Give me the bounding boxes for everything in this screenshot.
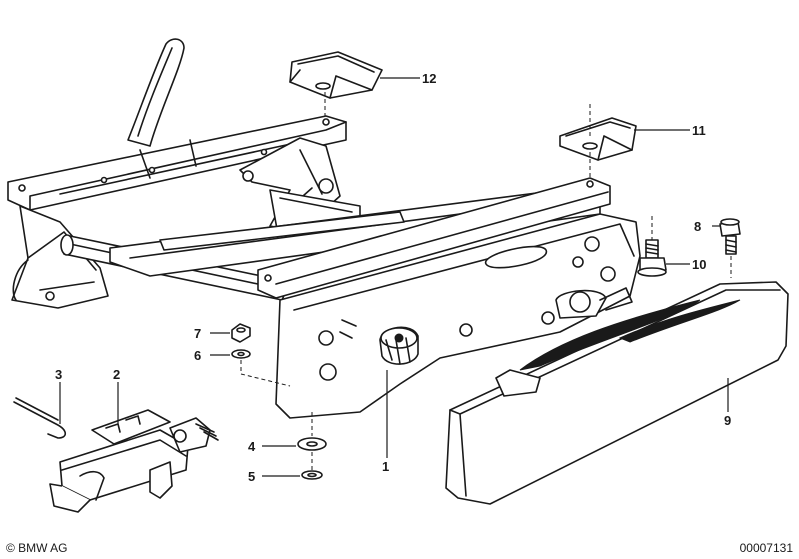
callout-4: 4 <box>248 439 256 454</box>
part-9-trim-cover <box>445 281 789 505</box>
copyright-notice: © BMW AG <box>6 541 68 555</box>
part-5-washer <box>262 452 323 480</box>
part-1-knob <box>379 326 419 458</box>
part-12-bracket <box>289 51 383 118</box>
callout-2: 2 <box>113 367 120 382</box>
callout-7: 7 <box>194 326 201 341</box>
part-2-latch <box>49 382 219 513</box>
part-4-washer <box>262 412 327 451</box>
adjust-lever <box>127 38 185 147</box>
callout-12: 12 <box>422 71 436 86</box>
callout-11: 11 <box>692 123 706 138</box>
callout-1: 1 <box>382 459 389 474</box>
callout-6: 6 <box>194 348 201 363</box>
callout-10: 10 <box>692 257 706 272</box>
right-rail <box>257 177 611 299</box>
upper-rail <box>7 115 347 211</box>
callout-3: 3 <box>55 367 62 382</box>
part-11-bracket <box>559 104 637 178</box>
callout-5: 5 <box>248 469 255 484</box>
callout-8: 8 <box>694 219 701 234</box>
part-8-bolt <box>712 218 741 278</box>
part-10-bolt <box>637 216 690 277</box>
part-3-rod <box>13 382 67 439</box>
callout-labels: 12 11 8 10 7 6 3 2 9 4 1 5 <box>55 71 731 484</box>
side-plate <box>275 213 641 419</box>
callout-9: 9 <box>724 413 731 428</box>
part-7-nut <box>210 323 251 343</box>
part-6-washer <box>210 349 291 387</box>
drawing-number: 00007131 <box>740 541 794 555</box>
